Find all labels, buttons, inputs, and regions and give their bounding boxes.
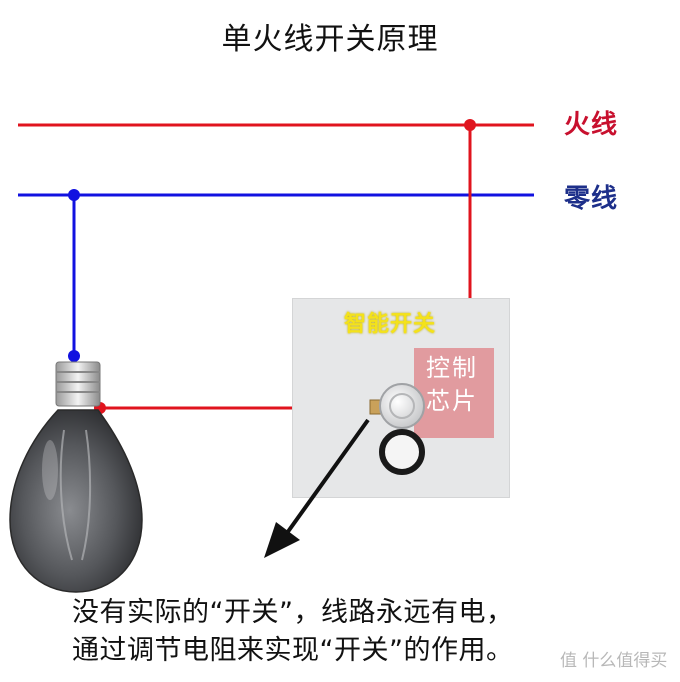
control-chip-label: 控制芯片 (426, 354, 478, 415)
smart-switch-title: 智能开关 (344, 311, 437, 337)
light-bulb-icon (9, 361, 143, 593)
fire-junction (464, 119, 476, 131)
zero-wire-label: 零线 (564, 184, 619, 214)
knob-icon (369, 383, 425, 429)
fire-wire-label: 火线 (564, 110, 619, 140)
control-chip (414, 348, 494, 438)
push-button-icon (379, 429, 425, 475)
bulb-neutral-terminal (68, 350, 80, 362)
arrow-icon (264, 418, 370, 558)
zero-junction (68, 189, 80, 201)
diagram-title: 单火线开关原理 (221, 22, 439, 57)
caption-line-2: 通过调节电阻来实现“开关”的作用。 (72, 635, 514, 666)
caption-line-1: 没有实际的“开关”，线路永远有电， (72, 597, 514, 628)
watermark: 值 什么值得买 (560, 651, 668, 671)
